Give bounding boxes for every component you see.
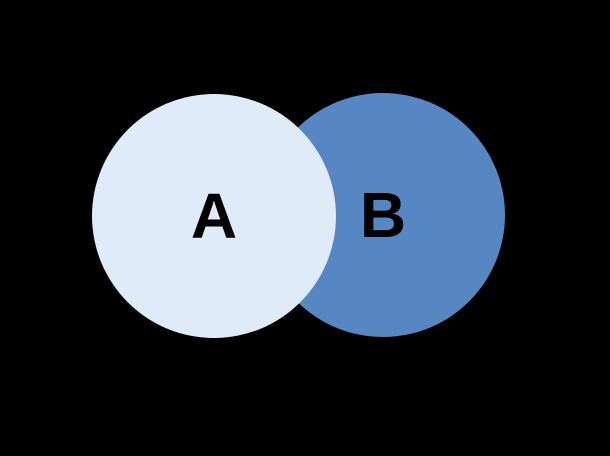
venn-circle-a: A: [92, 94, 336, 338]
set-label-a: A: [190, 180, 238, 252]
set-label-b: B: [359, 179, 407, 251]
